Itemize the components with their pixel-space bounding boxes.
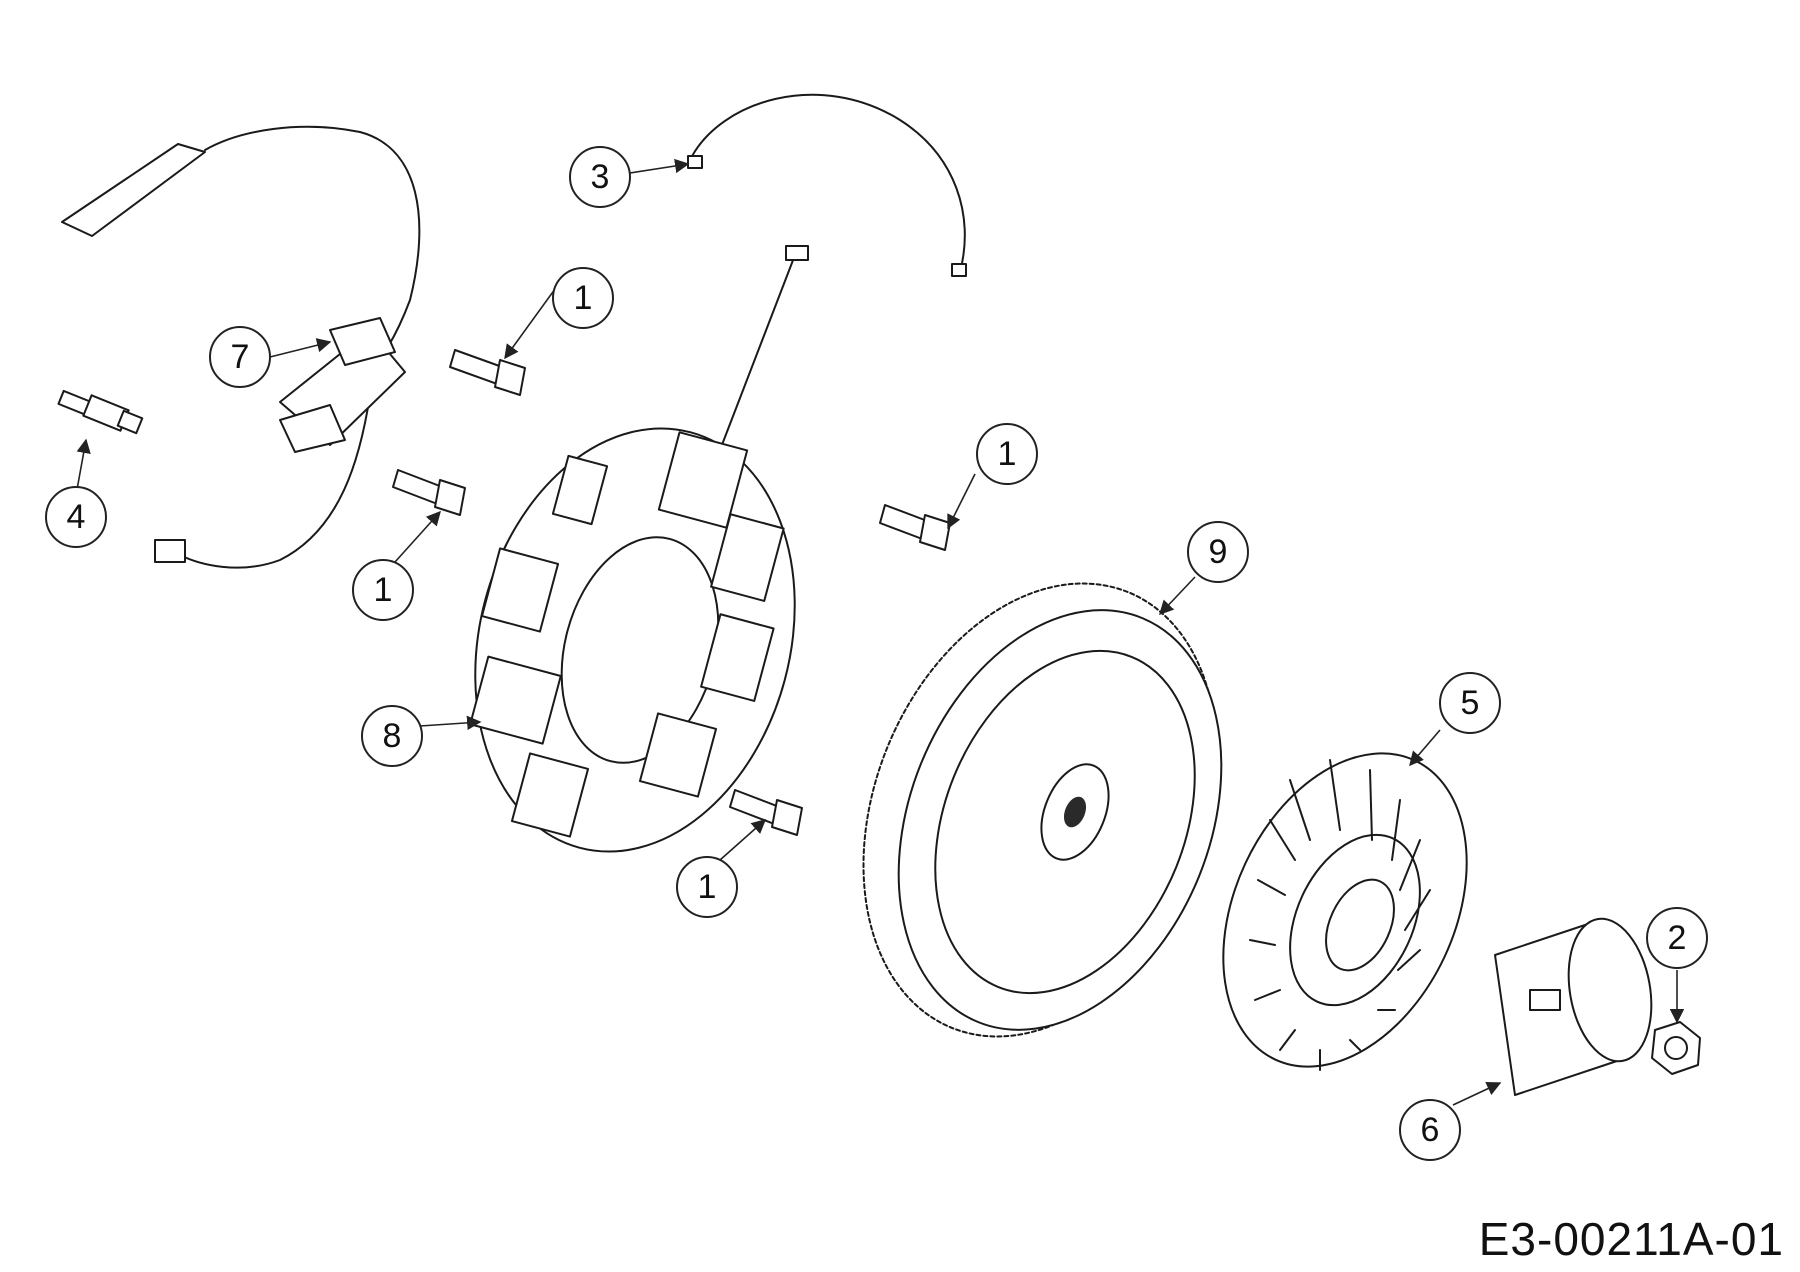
- callout-8: 8: [361, 705, 423, 767]
- callout-5-label: 5: [1461, 684, 1480, 722]
- bolt-right: [879, 504, 951, 551]
- callout-2: 2: [1646, 907, 1708, 969]
- stator: [469, 245, 809, 853]
- callout-9-label: 9: [1209, 533, 1228, 571]
- callout-1-left: 1: [352, 559, 414, 621]
- bolt-left: [392, 469, 466, 516]
- ground-wire: [687, 93, 967, 277]
- callout-2-label: 2: [1668, 919, 1687, 957]
- callout-3-label: 3: [591, 158, 610, 196]
- ignition-coil: [61, 125, 421, 569]
- cooling-fan: [1222, 752, 1468, 1071]
- callout-8-label: 8: [383, 717, 402, 755]
- callout-6-label: 6: [1421, 1111, 1440, 1149]
- diagram-code: E3-00211A-01: [1478, 1213, 1784, 1265]
- callout-3: 3: [569, 146, 631, 208]
- callout-6: 6: [1399, 1099, 1461, 1161]
- bolt-lower: [729, 789, 803, 836]
- callout-1-upper: 1: [552, 267, 614, 329]
- callout-9: 9: [1187, 521, 1249, 583]
- callout-1-left-label: 1: [374, 571, 393, 609]
- flywheel: [862, 582, 1223, 1038]
- bolt-upper: [449, 349, 526, 396]
- starter-cup: [1494, 917, 1653, 1096]
- callout-1-lower-label: 1: [698, 868, 717, 906]
- callout-7-label: 7: [231, 338, 250, 376]
- callout-4: 4: [45, 486, 107, 548]
- callout-1-upper-label: 1: [574, 279, 593, 317]
- spark-plug: [57, 389, 144, 435]
- callout-7: 7: [209, 326, 271, 388]
- callout-1-right: 1: [976, 423, 1038, 485]
- callout-4-label: 4: [67, 498, 86, 536]
- callout-5: 5: [1439, 672, 1501, 734]
- callout-1-right-label: 1: [998, 435, 1017, 473]
- callout-1-lower: 1: [676, 856, 738, 918]
- flywheel-nut: [1651, 1021, 1701, 1075]
